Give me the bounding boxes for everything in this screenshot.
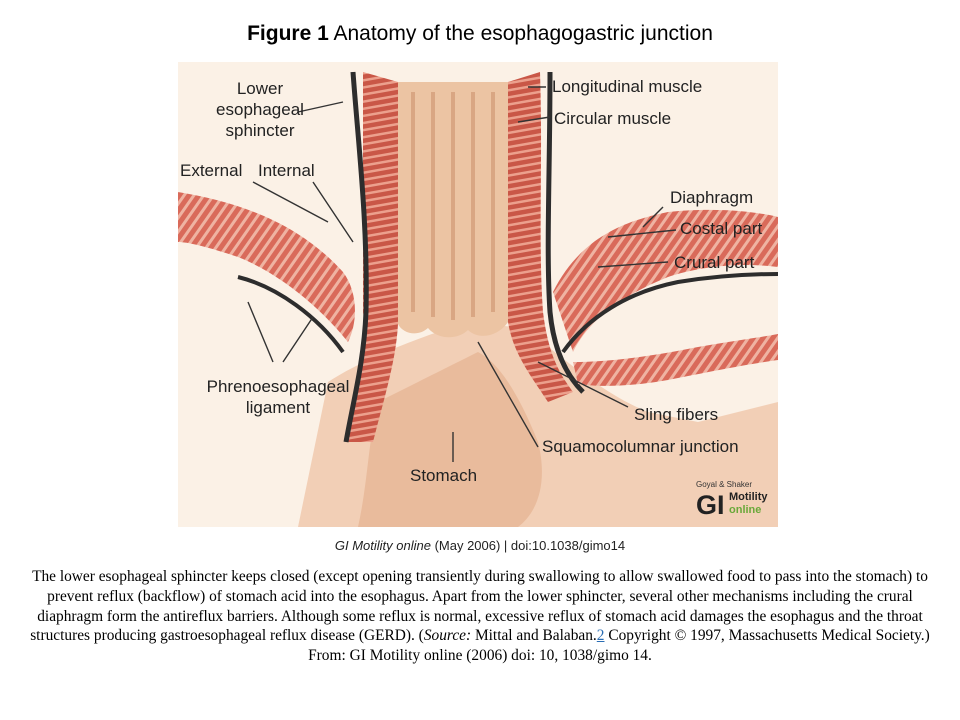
label-squamo: Squamocolumnar junction [542,437,739,456]
figure-caption: The lower esophageal sphincter keeps clo… [22,567,938,666]
label-lower-1: Lower [237,79,284,98]
label-phreno-2: ligament [246,398,311,417]
label-external: External [180,161,242,180]
label-lower-3: sphincter [226,121,295,140]
label-longitudinal: Longitudinal muscle [552,77,702,96]
figure-title: Figure 1 Anatomy of the esophagogastric … [0,22,960,46]
figure-title-text: Anatomy of the esophagogastric junction [333,22,712,45]
label-lower-2: esophageal [216,100,304,119]
credit-details: (May 2006) | doi:10.1038/gimo14 [431,538,625,553]
figure-number: Figure 1 [247,22,329,45]
logo-online: online [729,504,761,516]
label-diaphragm: Diaphragm [670,188,753,207]
label-sling: Sling fibers [634,405,718,424]
label-circular: Circular muscle [554,109,671,128]
label-stomach: Stomach [410,466,477,485]
logo-gi: GI [696,490,725,520]
logo-top-text: Goyal & Shaker [696,480,752,489]
label-phreno-1: Phrenoesophageal [207,377,350,396]
label-costal: Costal part [680,219,762,238]
credit-journal: GI Motility online [335,538,431,553]
anatomy-svg: Goyal & Shaker GI Motility online Lower … [178,62,778,527]
label-crural: Crural part [674,253,755,272]
caption-part2: Mittal and Balaban. [471,627,597,644]
anatomy-illustration: Goyal & Shaker GI Motility online Lower … [178,62,778,527]
caption-source-word: Source: [424,627,471,644]
logo-motility: Motility [729,491,768,503]
label-internal: Internal [258,161,315,180]
figure-credit: GI Motility online (May 2006) | doi:10.1… [0,538,960,553]
